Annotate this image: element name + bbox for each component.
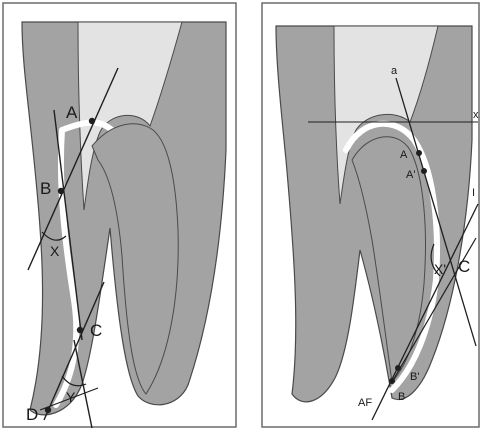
left-label-a: A (66, 103, 78, 122)
right-point-a (416, 150, 422, 156)
right-label-c: C (458, 257, 470, 276)
right-label-af: AF (358, 397, 372, 409)
left-panel: A B X C Y D (3, 3, 236, 428)
left-label-b: B (40, 179, 51, 198)
right-label-edge-mark: I (472, 187, 475, 199)
right-label-a-small: a (391, 65, 398, 77)
right-point-b-prime (395, 365, 401, 371)
right-panel: a x A A' X' C I B' AF B (262, 3, 479, 427)
left-label-x: X (50, 243, 60, 259)
left-label-c: C (90, 321, 102, 340)
right-label-a: A (400, 149, 408, 161)
right-label-b: B (398, 391, 405, 403)
right-point-a-prime (421, 168, 427, 174)
right-label-x-axis: x (473, 109, 479, 121)
left-point-d (45, 407, 51, 413)
left-point-c (77, 327, 83, 333)
left-point-b (58, 188, 64, 194)
right-point-b (389, 378, 395, 384)
right-label-b-prime: B' (410, 371, 419, 383)
right-label-x-prime: X' (434, 261, 446, 277)
left-label-d: D (26, 405, 38, 424)
left-point-a (89, 118, 95, 124)
right-label-a-prime: A' (406, 169, 415, 181)
left-label-y: Y (66, 389, 76, 405)
